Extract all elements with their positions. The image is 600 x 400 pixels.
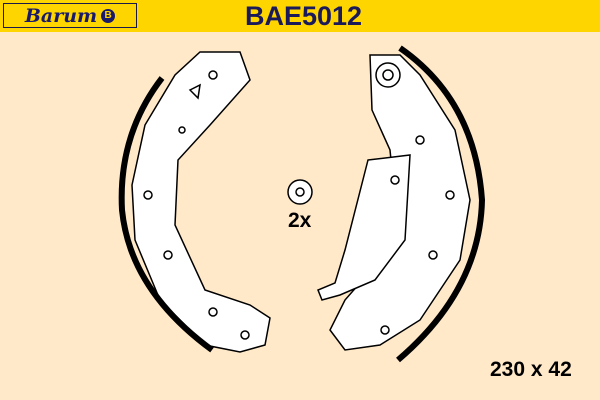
part-number: BAE5012	[245, 1, 363, 31]
brand-emblem-icon: B	[101, 8, 116, 23]
quantity-label: 2x	[288, 209, 312, 232]
hold-down-spring-icon	[287, 179, 313, 205]
brand-name: Barum	[24, 4, 98, 27]
left-brake-shoe	[131, 51, 271, 353]
brand-logo: Barum B	[3, 3, 137, 28]
dimensions-label: 230 x 42	[490, 358, 572, 381]
right-lining	[396, 45, 486, 363]
adjuster-lever	[317, 154, 411, 301]
header-bar: Barum B BAE5012	[0, 0, 600, 32]
left-lining	[118, 76, 214, 353]
